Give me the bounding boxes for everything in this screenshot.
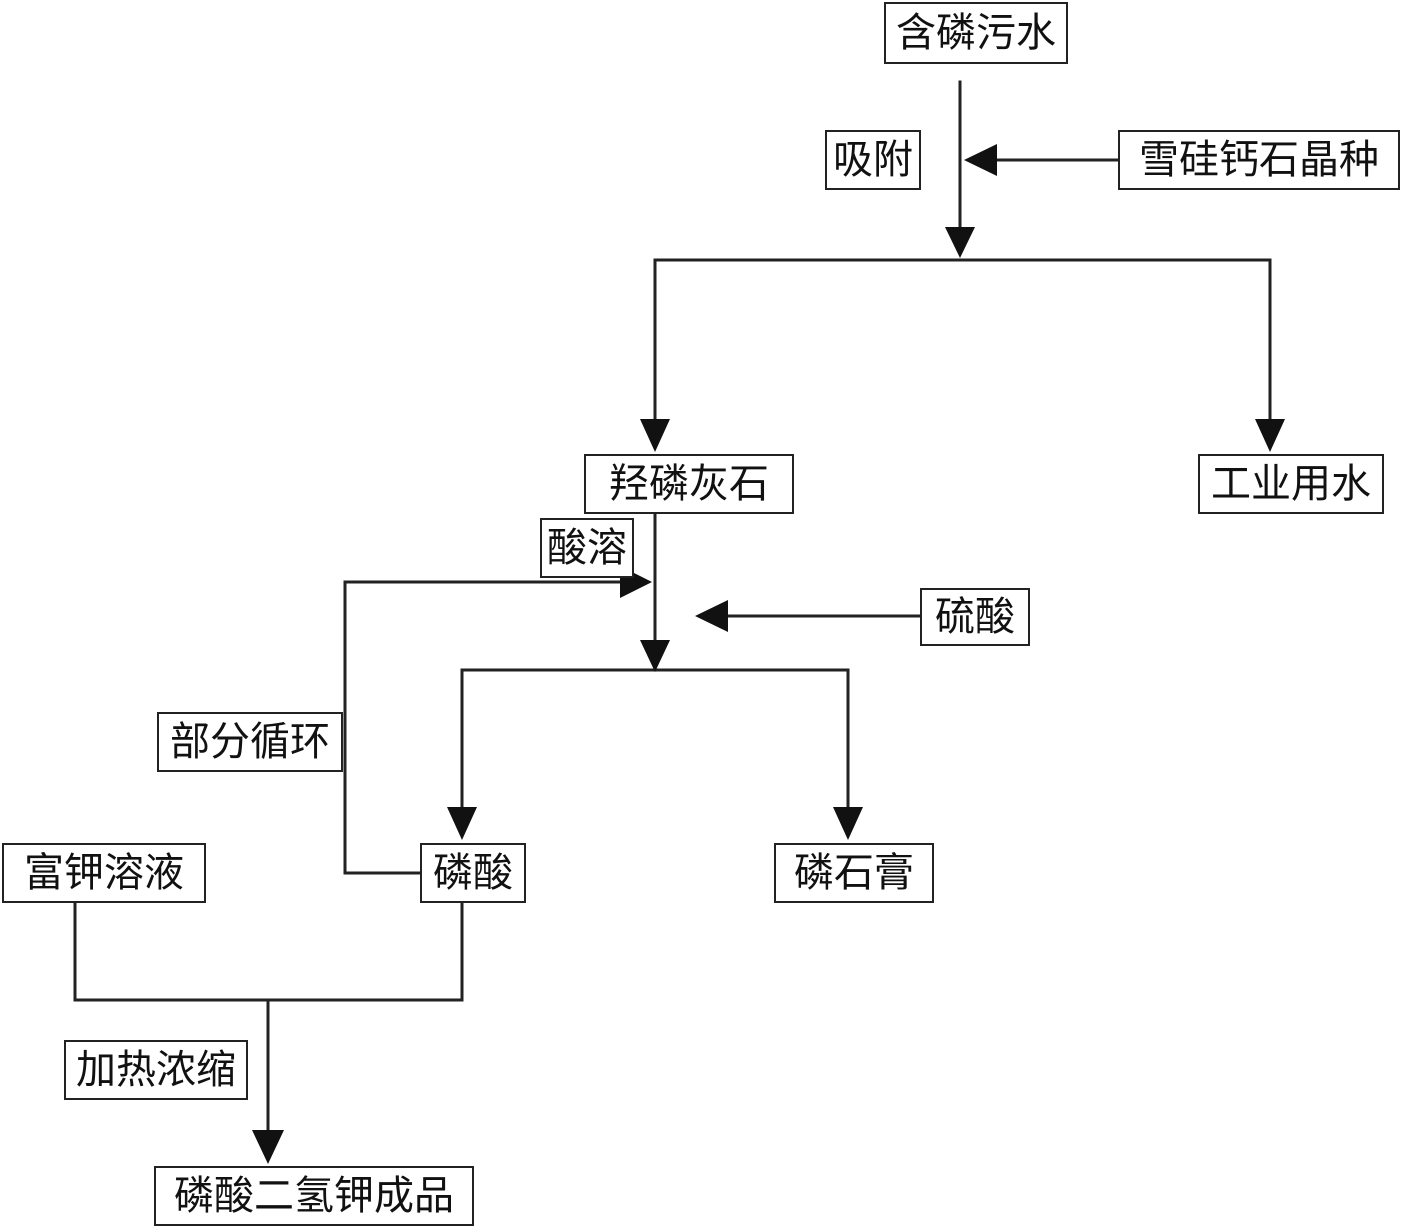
arrowhead-down-gypsum: [833, 807, 863, 840]
step-heat-concentrate: 加热浓缩: [64, 1040, 248, 1100]
arrowhead-down-industrial: [1255, 419, 1285, 452]
arrowhead-left-seed: [964, 144, 997, 176]
node-product: 磷酸二氢钾成品: [154, 1166, 474, 1226]
arrowhead-down-hydroxyapatite: [640, 419, 670, 452]
node-sulfuric-acid: 硫酸: [920, 588, 1030, 646]
recycle-loop-line: [343, 580, 622, 875]
arrowhead-down-1: [945, 227, 975, 258]
node-phosphogypsum: 磷石膏: [774, 843, 934, 903]
node-seed: 雪硅钙石晶种: [1118, 130, 1400, 190]
node-phosphoric-acid: 磷酸: [420, 843, 526, 903]
node-industrial-water: 工业用水: [1198, 454, 1384, 514]
arrowhead-down-phosphoric: [447, 807, 477, 840]
node-potassium-solution: 富钾溶液: [2, 843, 206, 903]
step-adsorption: 吸附: [825, 130, 921, 190]
arrowhead-left-sulfuric: [695, 600, 728, 632]
arrowhead-down-product: [252, 1130, 284, 1164]
step-partial-recycle: 部分循环: [157, 712, 343, 772]
node-wastewater: 含磷污水: [884, 2, 1068, 64]
step-acid-dissolution: 酸溶: [540, 518, 634, 578]
combine-line-potassium: [73, 901, 464, 1002]
node-hydroxyapatite: 羟磷灰石: [584, 454, 794, 514]
arrowhead-down-acid: [640, 640, 670, 672]
